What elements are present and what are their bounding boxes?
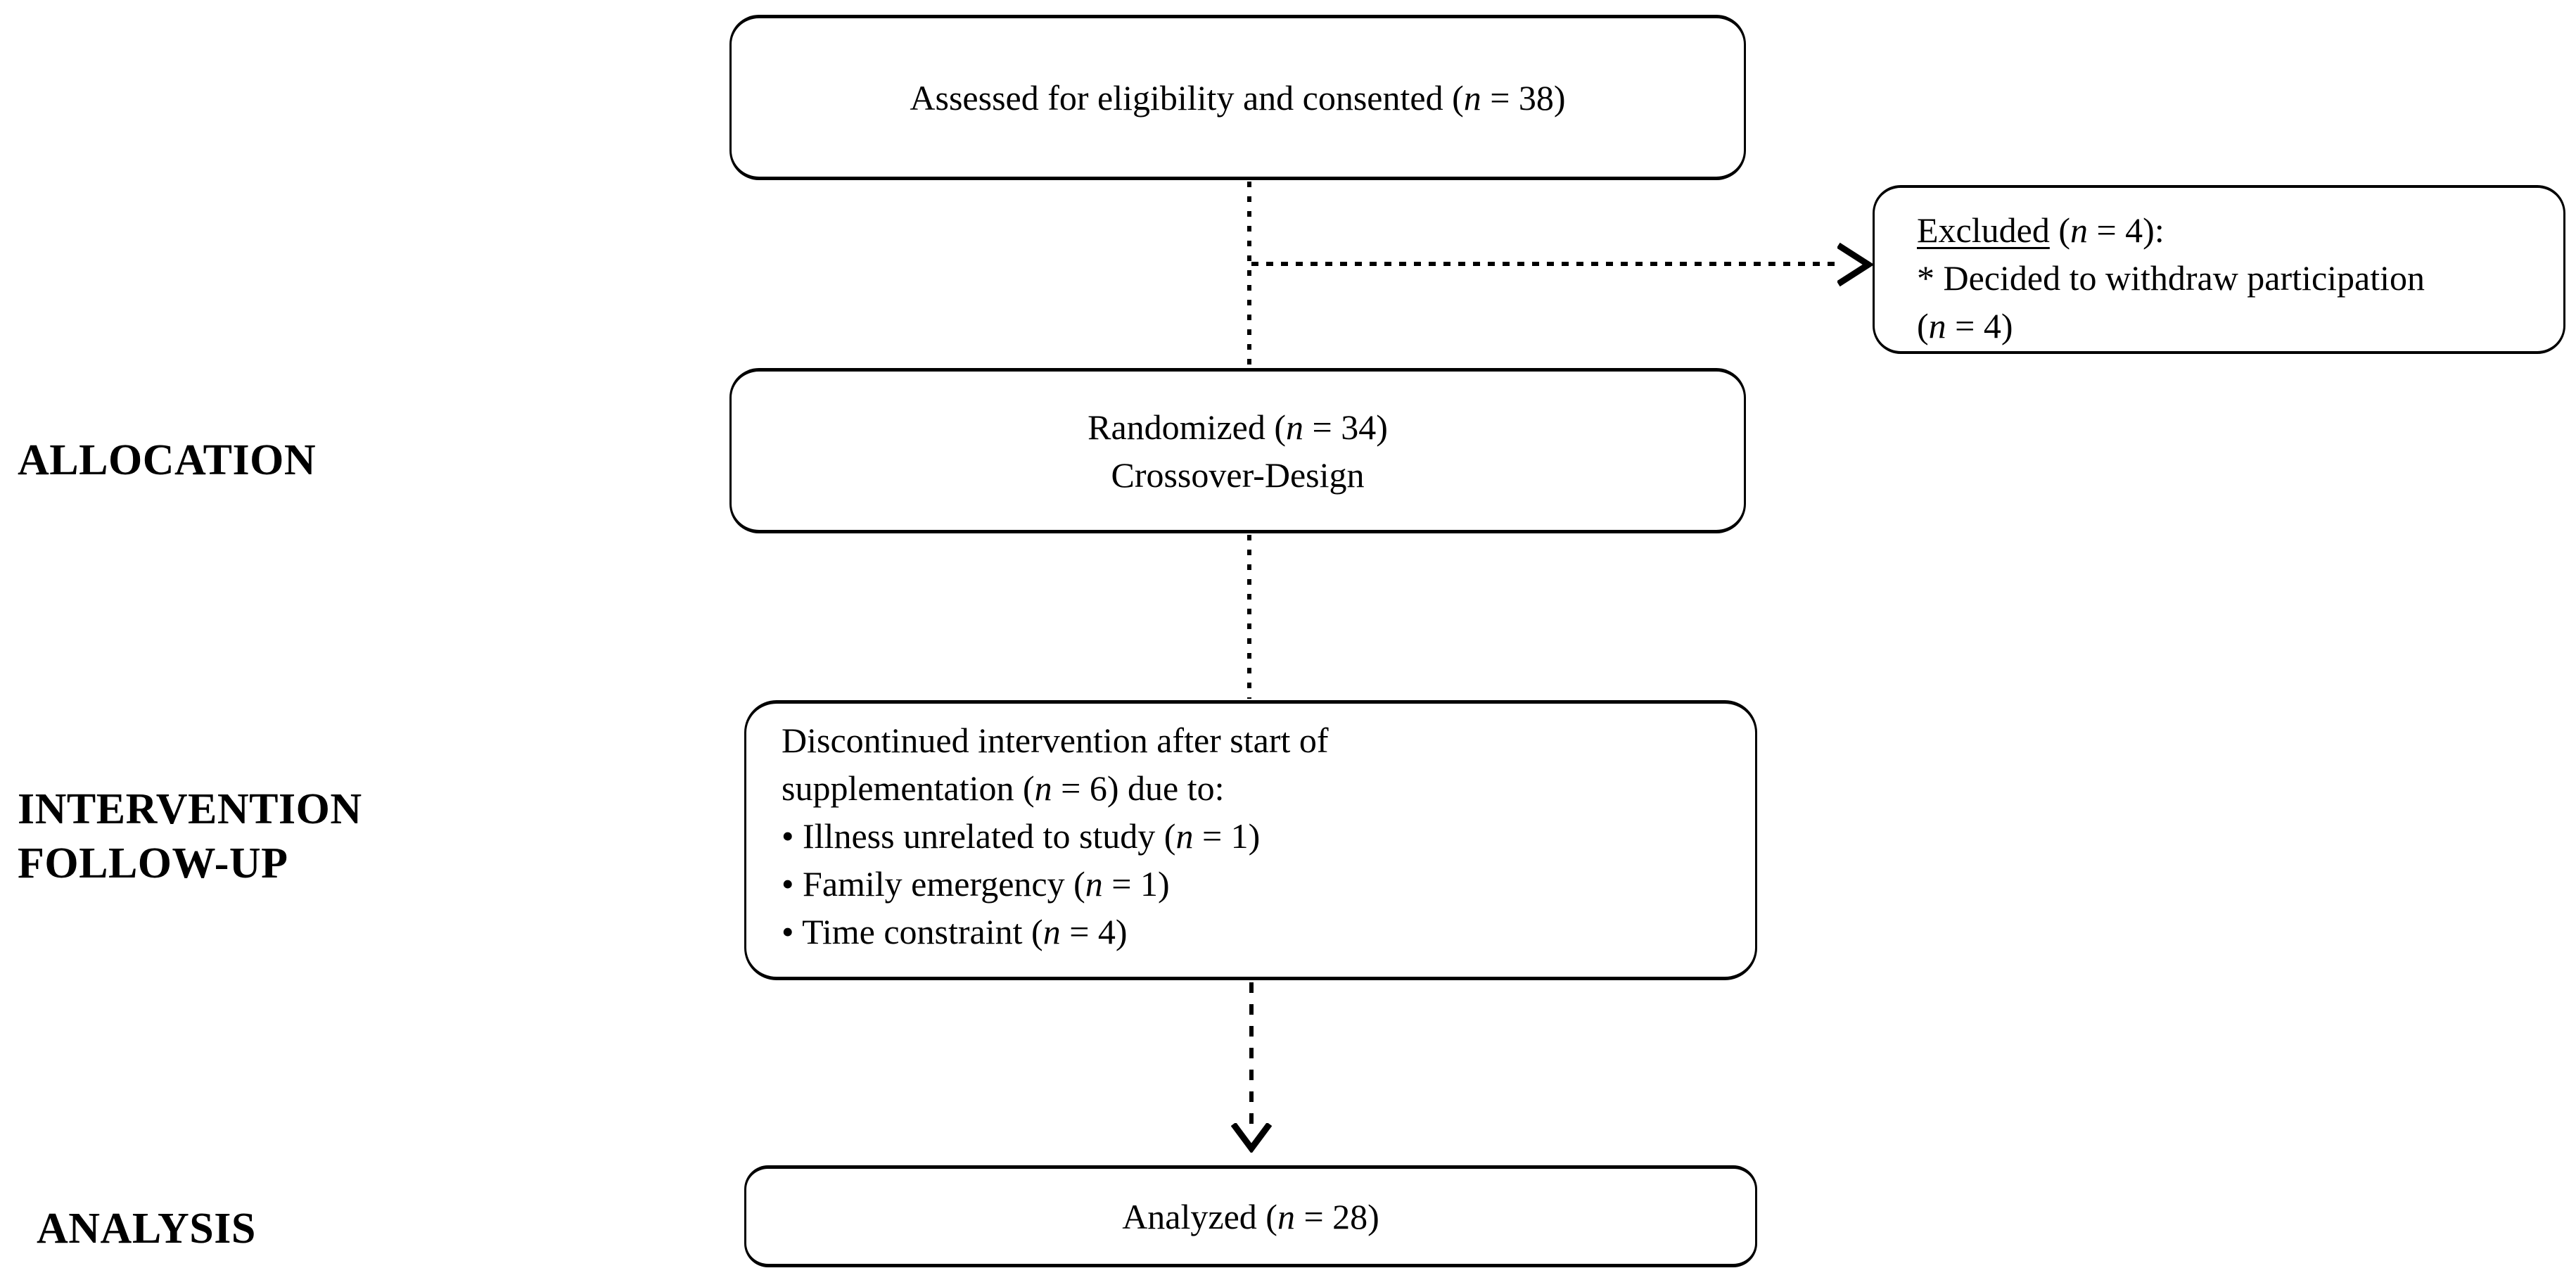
- box-excluded: Excluded (n = 4): * Decided to withdraw …: [1873, 185, 2565, 354]
- connector-randomized-to-discontinued: [1247, 535, 1251, 699]
- box-excluded-heading: Excluded: [1917, 210, 2050, 250]
- stage-label-analysis: ANALYSIS: [37, 1205, 256, 1253]
- box-excluded-reason-count: (n = 4): [1917, 306, 2013, 346]
- box-assessed-for-eligibility: Assessed for eligibility and consented (…: [729, 15, 1746, 180]
- connector-discontinued-to-analyzed: [1249, 982, 1254, 1124]
- stage-label-intervention-line2: FOLLOW-UP: [18, 839, 288, 887]
- stage-label-intervention-line1: INTERVENTION: [18, 785, 362, 833]
- box-excluded-heading-rest: (n = 4):: [2049, 210, 2164, 250]
- box-discontinued-line1: Discontinued intervention after start of: [782, 721, 1329, 760]
- box-discontinued-bullet-time: • Time constraint (n = 4): [782, 912, 1128, 951]
- stage-label-allocation: ALLOCATION: [18, 436, 317, 484]
- box-analyzed: Analyzed (n = 28): [744, 1165, 1757, 1267]
- right-arrowhead-icon: [1837, 243, 1873, 286]
- connector-assessed-to-randomized: [1247, 182, 1251, 367]
- box-randomized-line1: Randomized (n = 34): [1088, 407, 1388, 447]
- box-excluded-reason: * Decided to withdraw participation: [1917, 258, 2425, 298]
- box-randomized: Randomized (n = 34) Crossover-Design: [729, 368, 1746, 533]
- down-arrowhead-icon: [1231, 1123, 1272, 1153]
- connector-to-excluded: [1251, 262, 1835, 266]
- box-discontinued-intervention: Discontinued intervention after start of…: [744, 700, 1757, 980]
- box-analyzed-text: Analyzed (n = 28): [1122, 1196, 1379, 1236]
- box-excluded-heading-line: Excluded (n = 4):: [1917, 206, 2542, 254]
- box-randomized-line2: Crossover-Design: [1111, 455, 1365, 495]
- box-discontinued-bullet-illness: • Illness unrelated to study (n = 1): [782, 816, 1261, 856]
- box-discontinued-bullet-family: • Family emergency (n = 1): [782, 864, 1170, 904]
- stage-label-intervention-follow-up: INTERVENTION FOLLOW-UP: [18, 782, 362, 891]
- box-assessed-text: Assessed for eligibility and consented (…: [910, 77, 1566, 118]
- box-discontinued-line2: supplementation (n = 6) due to:: [782, 768, 1225, 808]
